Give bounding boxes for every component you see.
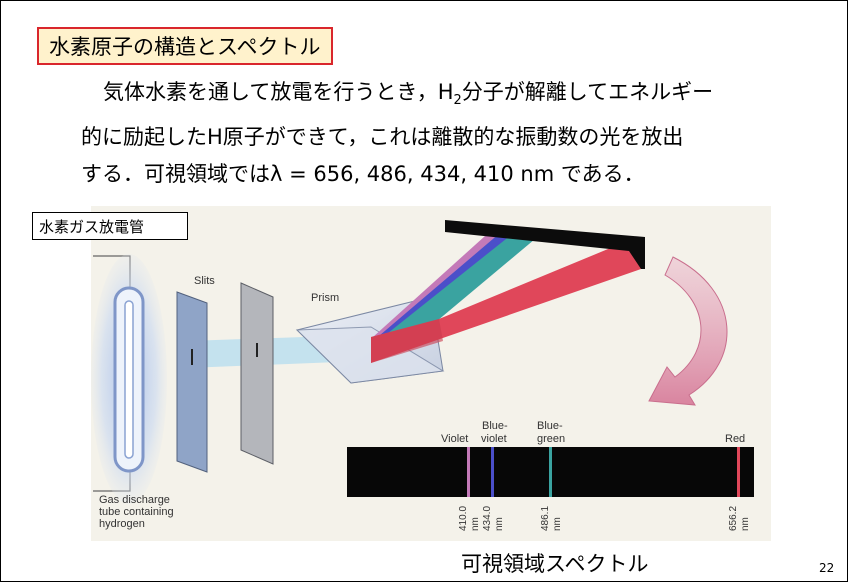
gas-discharge-tube <box>91 254 167 504</box>
label-blue-green-1: Blue- <box>537 420 563 432</box>
paragraph-line-2: 的に励起したH原子ができて，これは離散的な振動数の光を放出 <box>81 125 684 150</box>
body-paragraph: 気体水素を通して放電を行うとき，H2分子が解離してエネルギー 的に励起したH原子… <box>81 74 821 193</box>
blue-green-beam <box>373 227 547 345</box>
wavelength-656: 656.2 <box>728 506 739 531</box>
paragraph-line-1-post: 分子が解離してエネルギー <box>461 80 714 104</box>
slit-plate-2 <box>240 282 274 465</box>
unit-486: nm <box>552 517 563 531</box>
page-number: 22 <box>819 561 835 575</box>
label-violet: Violet <box>441 433 468 445</box>
label-blue-violet-1: Blue- <box>482 420 508 432</box>
label-blue-green-2: green <box>537 433 565 445</box>
spectrum-line-blue-violet <box>491 447 494 497</box>
slits-label: Slits <box>194 275 215 287</box>
spectrum-line-violet <box>467 447 470 497</box>
spectrum-line-blue-green <box>549 447 552 497</box>
wavelength-434: 434.0 <box>482 506 493 531</box>
tube-label-line-1: Gas discharge <box>99 494 170 506</box>
tube-label-line-3: hydrogen <box>99 518 145 530</box>
projection-screen <box>445 220 645 269</box>
discharge-tube-label: 水素ガス放電管 <box>32 212 188 240</box>
spectrum-line-red <box>737 447 740 497</box>
paragraph-line-1-pre: 気体水素を通して放電を行うとき，H <box>103 80 454 104</box>
figure-caption: 可視領域スペクトル <box>461 552 649 576</box>
wavelength-486: 486.1 <box>540 506 551 531</box>
unit-656: nm <box>740 517 751 531</box>
unit-410: nm <box>470 517 481 531</box>
slit-plate-1 <box>176 291 208 473</box>
paragraph-line-3: する．可視領域ではλ = 656, 486, 434, 410 nm である． <box>81 162 645 187</box>
curved-arrow-icon <box>648 256 728 406</box>
paragraph-line-1: 気体水素を通して放電を行うとき，H2分子が解離してエネルギー <box>81 74 821 119</box>
tube-label-line-2: tube containing <box>99 506 174 518</box>
spectrum-strip <box>347 447 754 497</box>
label-blue-violet-2: violet <box>481 433 507 445</box>
blue-violet-beam <box>373 227 521 341</box>
wavelength-410: 410.0 <box>458 506 469 531</box>
label-red: Red <box>725 433 745 445</box>
prism-label: Prism <box>311 292 339 304</box>
subscript-2: 2 <box>453 93 462 109</box>
unit-434: nm <box>494 517 505 531</box>
slide-title: 水素原子の構造とスペクトル <box>37 27 333 65</box>
